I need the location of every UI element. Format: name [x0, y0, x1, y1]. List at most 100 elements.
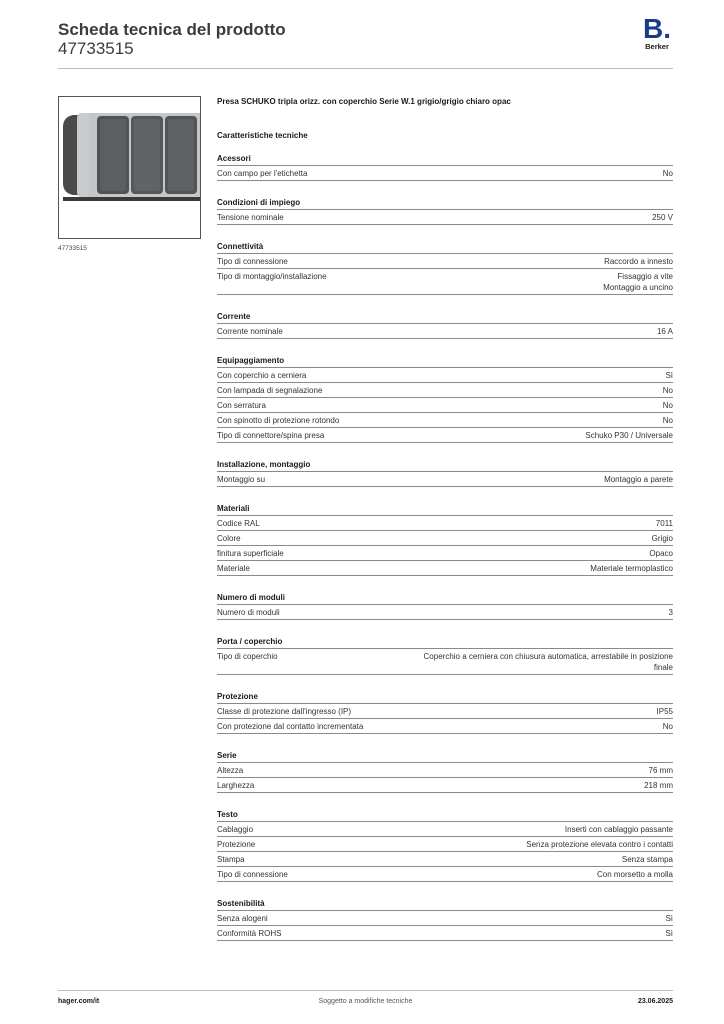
spec-label: Con serratura: [217, 401, 266, 410]
spec-value: No: [662, 416, 673, 425]
spec-label: Altezza: [217, 766, 244, 775]
socket-illustration: [59, 97, 200, 238]
spec-label: Tipo di connettore/spina presa: [217, 431, 325, 440]
spec-value: Con morsetto a molla: [596, 870, 673, 879]
spec-content: Presa SCHUKO tripla orizz. con coperchio…: [217, 96, 673, 941]
spec-value: Sì: [665, 914, 673, 923]
section-title: Numero di moduli: [217, 592, 673, 605]
spec-value: Materiale termoplastico: [590, 564, 673, 573]
section-title: Testo: [217, 809, 673, 822]
spec-value: 16 A: [656, 327, 673, 336]
page-footer: hager.com/it Soggetto a modifiche tecnic…: [58, 998, 673, 1010]
section-title: Corrente: [217, 311, 673, 324]
spec-row: Cablaggio Inserti con cablaggio passante: [217, 822, 673, 837]
document-title: Scheda tecnica del prodotto: [58, 20, 286, 39]
spec-value: Senza stampa: [621, 855, 673, 864]
spec-row: Con protezione dal contatto incrementata…: [217, 719, 673, 734]
header-divider: [58, 68, 673, 69]
section-title: Installazione, montaggio: [217, 459, 673, 472]
spec-row: Stampa Senza stampa: [217, 852, 673, 867]
spec-value: Senza protezione elevata contro i contat…: [526, 840, 673, 849]
spec-row: Tipo di coperchio Coperchio a cerniera co…: [217, 649, 673, 675]
spec-value: No: [662, 169, 673, 178]
product-code: 47733515: [58, 39, 134, 58]
spec-value: No: [662, 722, 673, 731]
spec-label: Senza alogeni: [217, 914, 268, 923]
spec-label: Tipo di connessione: [217, 257, 288, 266]
spec-row: Con spinotto di protezione rotondo No: [217, 413, 673, 428]
footer-disclaimer: Soggetto a modifiche tecniche: [318, 998, 413, 1005]
spec-row: Con lampada di segnalazione No: [217, 383, 673, 398]
spec-row: Protezione Senza protezione elevata contr…: [217, 837, 673, 852]
spec-value: 250 V: [652, 213, 673, 222]
spec-row: Tipo di connessione Raccordo a innesto: [217, 254, 673, 269]
technical-features-heading: Caratteristiche tecniche: [217, 131, 308, 140]
section-title: Connettività: [217, 241, 673, 254]
section-title: Acessori: [217, 153, 673, 166]
page-header: Scheda tecnica del prodotto 47733515 B. …: [58, 15, 673, 70]
spec-label: Classe di protezione dall'ingresso (IP): [217, 707, 352, 716]
product-name: Presa SCHUKO tripla orizz. con coperchio…: [217, 97, 511, 106]
spec-value: Coperchio a cerniera con chiusura automa…: [423, 652, 673, 672]
spec-label: Colore: [217, 534, 241, 543]
spec-label: Protezione: [217, 840, 256, 849]
section-title: Condizioni di impiego: [217, 197, 673, 210]
spec-row: Materiale Materiale termoplastico: [217, 561, 673, 576]
section-title: Materiali: [217, 503, 673, 516]
spec-label: Tipo di montaggio/installazione: [217, 272, 327, 281]
berker-logo: B. Berker: [641, 15, 673, 52]
spec-label: Stampa: [217, 855, 245, 864]
spec-value: 7011: [655, 519, 673, 528]
footer-website[interactable]: hager.com/it: [58, 998, 100, 1005]
section-title: Serie: [217, 750, 673, 763]
spec-row: Tipo di connettore/spina presa Schuko P30…: [217, 428, 673, 443]
spec-value: Inserti con cablaggio passante: [564, 825, 673, 834]
spec-label: Cablaggio: [217, 825, 254, 834]
spec-label: Con campo per l'etichetta: [217, 169, 308, 178]
spec-value: No: [662, 386, 673, 395]
spec-label: Con protezione dal contatto incrementata: [217, 722, 364, 731]
spec-label: Tipo di connessione: [217, 870, 288, 879]
spec-label: Conformità ROHS: [217, 929, 282, 938]
section-title: Equipaggiamento: [217, 355, 673, 368]
footer-divider: [58, 990, 673, 991]
spec-label: Materiale: [217, 564, 250, 573]
logo-text: Berker: [645, 42, 669, 51]
spec-value: 218 mm: [644, 781, 673, 790]
section-title: Porta / coperchio: [217, 636, 673, 649]
footer-date: 23.06.2025: [637, 998, 673, 1005]
spec-value: Raccordo a innesto: [604, 257, 673, 266]
spec-value: IP55: [656, 707, 673, 716]
spec-value: Fissaggio a vite Montaggio a uncino: [603, 272, 673, 292]
spec-label: Tipo di coperchio: [217, 652, 278, 661]
spec-value: Sì: [665, 371, 673, 380]
spec-label: Montaggio su: [217, 475, 266, 484]
spec-row: Senza alogeni Sì: [217, 911, 673, 926]
spec-value: Schuko P30 / Universale: [585, 431, 673, 440]
spec-label: Con lampada di segnalazione: [217, 386, 323, 395]
spec-label: Con spinotto di protezione rotondo: [217, 416, 340, 425]
image-caption: 47733515: [58, 245, 87, 252]
